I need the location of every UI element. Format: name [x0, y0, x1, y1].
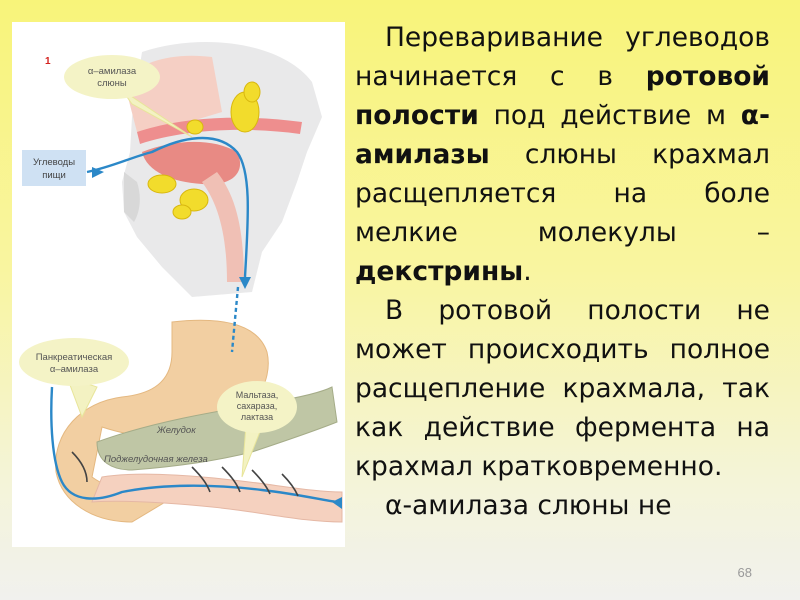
body-text: Переваривание углеводов начинается с в р…: [355, 18, 770, 525]
paragraph-2: В ротовой полости не может происходить п…: [355, 295, 770, 482]
pancreatic-amylase-label-2: α–амилаза: [50, 364, 99, 375]
p1-bold-alpha-amylase: α-амилазы: [355, 100, 770, 170]
p1-bold-oral-cavity: ротовой полости: [355, 61, 770, 131]
pancreas-label: Поджелудочная железа: [104, 454, 208, 465]
enzymes-label-1: Мальтаза,: [236, 390, 278, 400]
p1-intro: Переваривание углеводов начинается с в: [355, 22, 770, 92]
salivary-amylase-label-2: слюны: [97, 78, 127, 89]
p1-end: .: [523, 256, 532, 287]
enzymes-label-2: сахараза,: [237, 401, 277, 411]
digestion-illustration: 1 α–амилаза слюны Углеводы пищи Панкреат…: [12, 22, 345, 547]
food-carbs-label: Углеводы: [33, 157, 75, 168]
p1-bold-dextrins: декстрины: [355, 256, 524, 287]
stomach-label: Желудок: [156, 425, 196, 436]
page-number: 68: [737, 565, 752, 580]
food-carbs-label-2: пищи: [42, 170, 66, 181]
pancreatic-amylase-label: Панкреатическая: [36, 352, 113, 363]
salivary-amylase-label: α–амилаза: [88, 66, 137, 77]
p1-mid2: слюны крахмал расщепляется на боле мелки…: [355, 139, 770, 248]
panel-number: 1: [45, 56, 51, 67]
paragraph-1: Переваривание углеводов начинается с в р…: [355, 18, 770, 291]
enzymes-label-3: лактаза: [241, 412, 273, 422]
p1-mid: под действие м: [478, 100, 741, 131]
paragraph-3: α-амилаза слюны не: [385, 490, 672, 521]
